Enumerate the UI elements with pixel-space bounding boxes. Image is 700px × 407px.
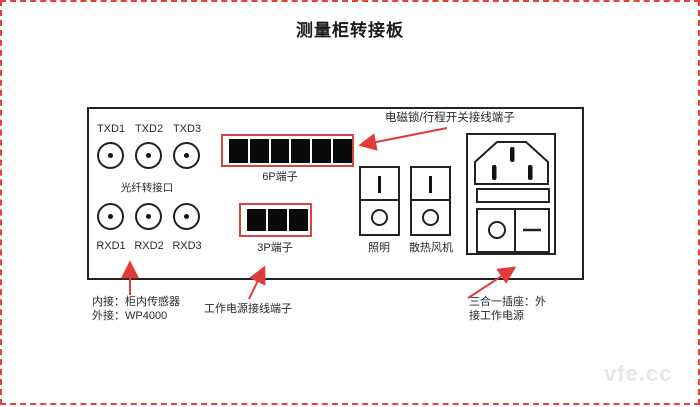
fan-switch [410,166,451,236]
port-center-dot [108,153,113,158]
terminal-pin [333,138,352,163]
terminal-pin [289,209,308,231]
port-label-rxd1: RXD1 [96,240,126,252]
terminal-pin [312,138,332,163]
port-center-dot [146,214,151,219]
light-switch [359,166,400,236]
inlet-live-pin [492,165,497,180]
port-label-txd3: TXD3 [172,123,202,135]
terminal-pin [247,209,266,231]
switch-on-half [412,168,449,201]
switch-on-half [361,168,398,201]
rocker-off-mark [488,221,506,239]
socket-rocker-switch [476,208,550,253]
terminal-block-6p [221,134,354,167]
port-center-dot [108,214,113,219]
socket-note: 三合一插座：外 接工作电源 [469,296,546,323]
socket-note-line2: 接工作电源 [469,309,524,322]
power-terminal-note: 工作电源接线端子 [204,303,292,315]
fiber-connection-note: 内接：柜内传感器 外接：WP4000 [92,296,180,323]
power-socket [466,133,556,255]
socket-inlet [474,141,549,185]
terminal-pin [270,138,290,163]
port-center-dot [146,153,151,158]
page-title: 测量柜转接板 [296,21,404,40]
fiber-external-line: 外接：WP4000 [92,309,168,322]
terminal-pin [268,209,287,231]
adapter-panel: TXD1 TXD2 TXD3 光纤转接口 RXD1 RXD2 RXD3 6P端子 [87,107,584,280]
switch-off-mark [371,209,388,226]
switch-off-half [361,201,398,234]
switch-off-mark [422,209,439,226]
terminal-pin [291,138,311,163]
watermark: vfe.cc [604,361,673,386]
terminal-block-3p [239,203,312,237]
terminal-3p-label: 3P端子 [257,242,293,254]
terminal-pin [229,138,248,163]
port-label-rxd3: RXD3 [172,240,202,252]
fiber-port-txd1 [97,142,124,169]
inlet-neutral-pin [528,165,533,180]
fiber-port-rxd1 [97,203,124,230]
fuse-holder [476,188,550,203]
port-center-dot [184,153,189,158]
port-label-txd2: TXD2 [134,123,164,135]
fiber-port-txd2 [135,142,162,169]
port-label-txd1: TXD1 [96,123,126,135]
terminal-pin [249,138,269,163]
fiber-port-txd3 [173,142,200,169]
inlet-earth-pin [510,147,515,162]
fiber-section-label: 光纤转接口 [120,182,174,194]
fiber-internal-line: 内接：柜内传感器 [92,296,180,308]
emlock-terminal-note: 电磁锁/行程开关接线端子 [385,112,515,124]
socket-note-line1: 三合一插座：外 [469,296,546,308]
port-center-dot [184,214,189,219]
terminal-6p-label: 6P端子 [262,171,298,183]
fiber-port-rxd3 [173,203,200,230]
light-switch-label: 照明 [368,242,390,254]
port-label-rxd2: RXD2 [134,240,164,252]
fan-switch-label: 散热风机 [409,242,453,254]
switch-on-mark [429,176,432,193]
switch-off-half [412,201,449,234]
power-socket-drawing [474,141,550,253]
switch-on-mark [378,176,381,193]
fiber-port-rxd2 [135,203,162,230]
